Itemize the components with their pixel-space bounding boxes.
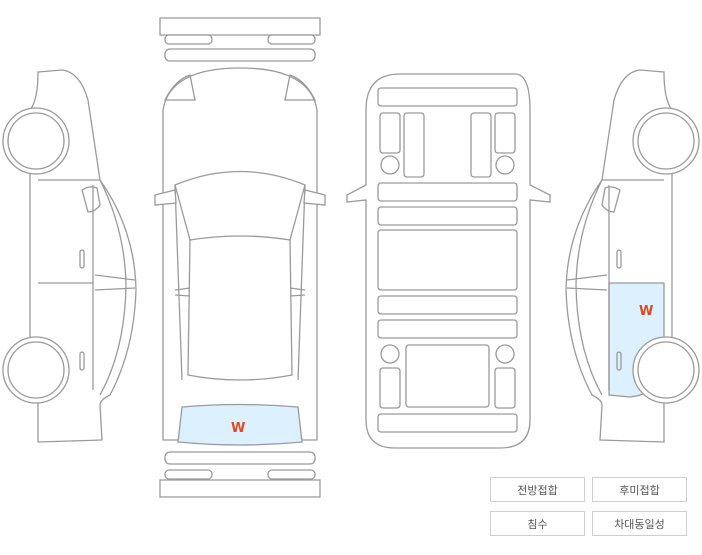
- front-joint-button[interactable]: 전방접합: [490, 477, 585, 502]
- rear-glass-mark: W: [231, 421, 246, 436]
- chassis-identity-button[interactable]: 차대동일성: [592, 511, 687, 536]
- underbody-view[interactable]: [346, 73, 551, 449]
- left-side-view[interactable]: [2, 69, 137, 443]
- flood-button[interactable]: 침수: [490, 511, 585, 536]
- right-side-view[interactable]: [565, 69, 700, 443]
- rear-joint-button[interactable]: 후미접합: [592, 477, 687, 502]
- top-view[interactable]: [154, 17, 326, 498]
- rear-door-mark: W: [639, 304, 654, 319]
